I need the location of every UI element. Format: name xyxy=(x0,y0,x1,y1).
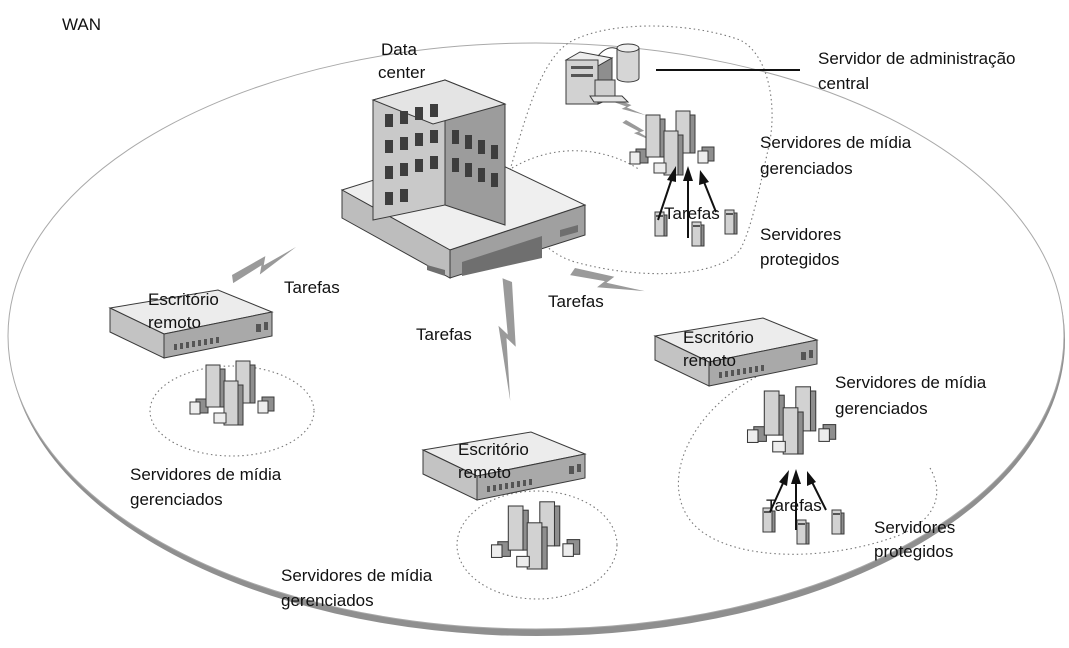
remote-office-label: remoto xyxy=(458,463,511,482)
managed-media-servers-label: gerenciados xyxy=(281,591,374,610)
protected-servers-label: protegidos xyxy=(760,250,839,269)
managed-media-servers-label: Servidores de mídia xyxy=(835,373,987,392)
data-center-label: center xyxy=(378,63,426,82)
admin-zone-inner-boundary xyxy=(511,150,641,171)
remote-right-zone-boundary xyxy=(677,374,938,555)
remote-office-label: Escritório xyxy=(148,290,219,309)
task-arrows xyxy=(657,166,717,238)
tasks-label: Tarefas xyxy=(548,292,604,311)
data-center-label: Data xyxy=(381,40,417,59)
managed-media-servers-label: Servidores de mídia xyxy=(760,133,912,152)
central-admin-server-label: central xyxy=(818,74,869,93)
central-admin-server-label: Servidor de administração xyxy=(818,49,1015,68)
managed-media-servers-label: gerenciados xyxy=(760,159,853,178)
database-icon xyxy=(616,43,640,83)
building-icon xyxy=(340,79,587,279)
task-arrows xyxy=(769,469,827,530)
admin-server-icon xyxy=(564,47,630,105)
remote-office-label: Escritório xyxy=(683,328,754,347)
managed-media-servers-label: gerenciados xyxy=(835,399,928,418)
protected-servers-label: Servidores xyxy=(874,518,955,537)
remote-left-zone-boundary xyxy=(149,365,315,457)
tasks-label: Tarefas xyxy=(416,325,472,344)
managed-media-servers-label: Servidores de mídia xyxy=(281,566,433,585)
tasks-label: Tarefas xyxy=(664,204,720,223)
remote-bottom-zone-boundary xyxy=(456,490,618,600)
remote-office-label: remoto xyxy=(683,351,736,370)
managed-media-servers-label: Servidores de mídia xyxy=(130,465,282,484)
protected-servers-label: protegidos xyxy=(874,542,953,561)
managed-media-servers-label: gerenciados xyxy=(130,490,223,509)
tasks-label: Tarefas xyxy=(284,278,340,297)
remote-office-label: Escritório xyxy=(458,440,529,459)
protected-servers-label: Servidores xyxy=(760,225,841,244)
remote-office-label: remoto xyxy=(148,313,201,332)
tasks-label: Tarefas xyxy=(766,496,822,515)
wan-label: WAN xyxy=(62,15,101,34)
